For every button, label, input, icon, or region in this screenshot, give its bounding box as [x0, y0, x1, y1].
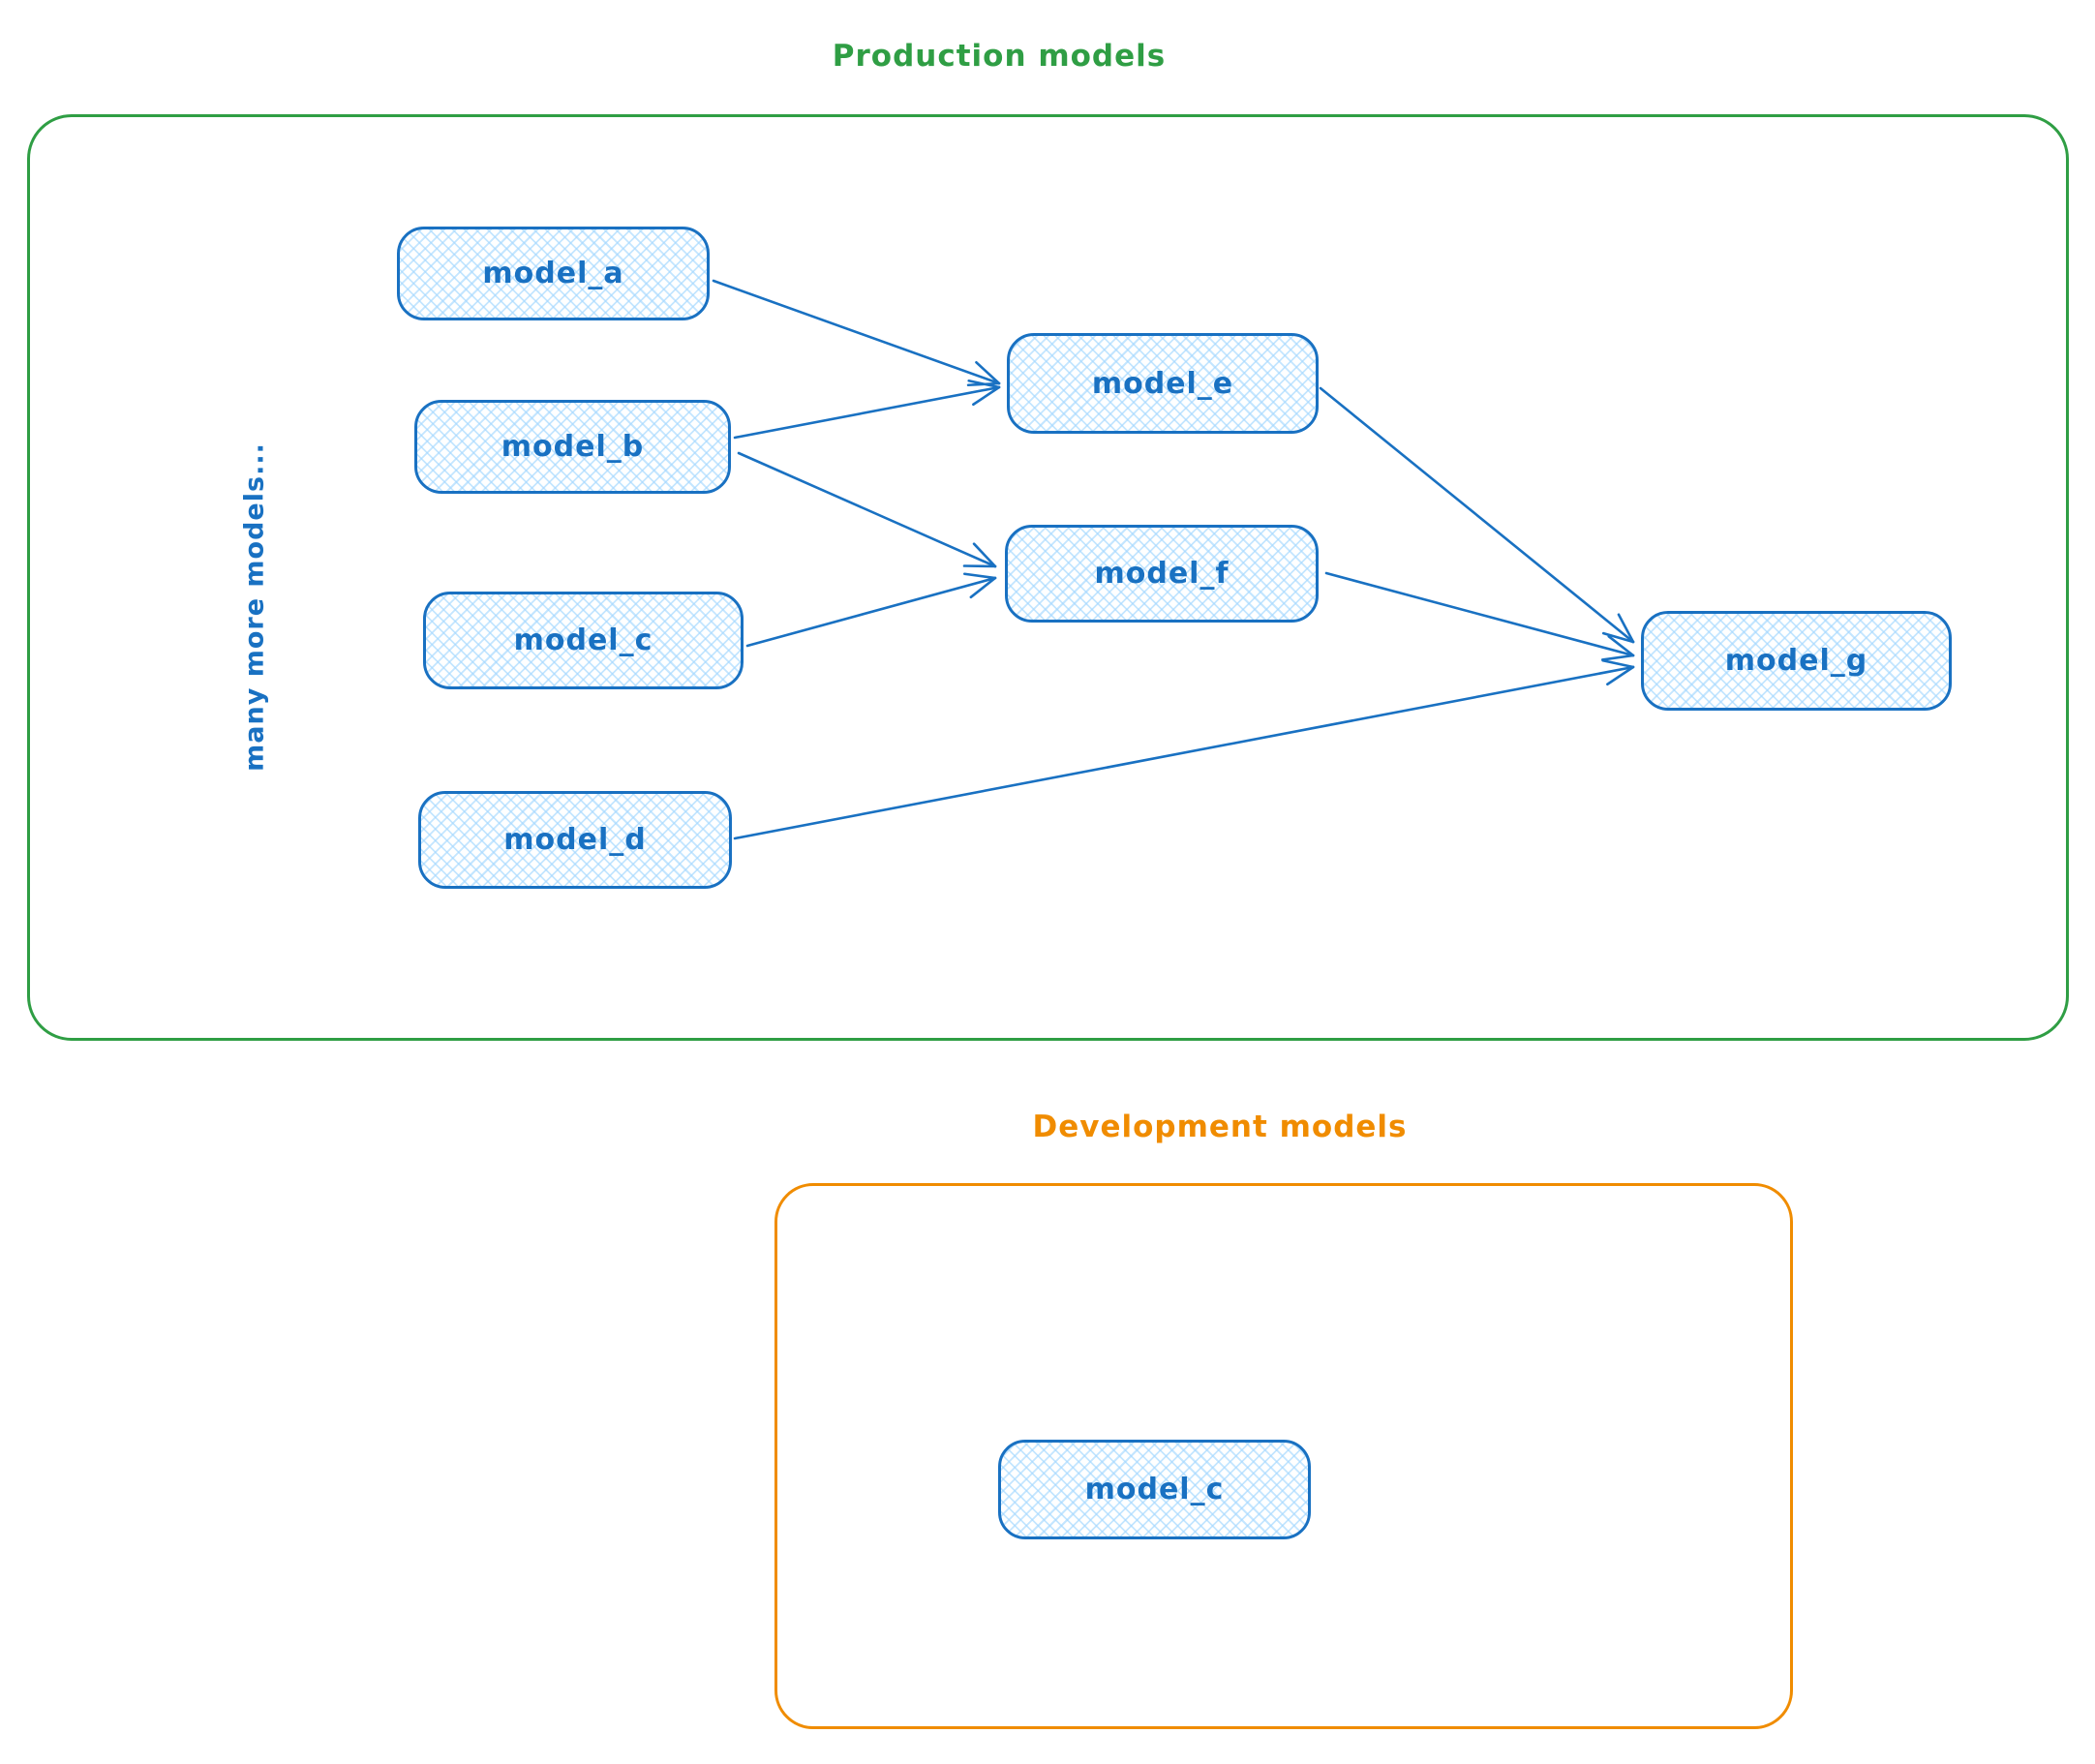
node-model_e: model_e	[1007, 333, 1319, 434]
node-model_f: model_f	[1005, 525, 1319, 623]
node-model_d-label: model_d	[503, 823, 647, 857]
development-section-title: Development models	[1032, 1110, 1408, 1144]
production-frame	[27, 114, 2069, 1041]
node-model_a-label: model_a	[482, 257, 624, 290]
node-model_c: model_c	[423, 592, 744, 689]
production-section-title: Production models	[832, 39, 1167, 74]
many-more-models-note: many more models...	[239, 442, 270, 772]
node-model_e-label: model_e	[1091, 366, 1234, 401]
node-dev-model_c: model_c	[998, 1440, 1311, 1539]
node-model_g: model_g	[1641, 611, 1952, 711]
node-model_b-label: model_b	[501, 430, 645, 464]
node-model_a: model_a	[397, 227, 710, 320]
node-model_c-label: model_c	[513, 623, 653, 657]
node-model_g-label: model_g	[1724, 644, 1868, 678]
development-frame	[774, 1183, 1793, 1729]
node-model_b: model_b	[414, 400, 731, 494]
node-model_f-label: model_f	[1094, 557, 1230, 591]
node-dev-model_c-label: model_c	[1084, 1473, 1225, 1506]
node-model_d: model_d	[418, 791, 732, 889]
